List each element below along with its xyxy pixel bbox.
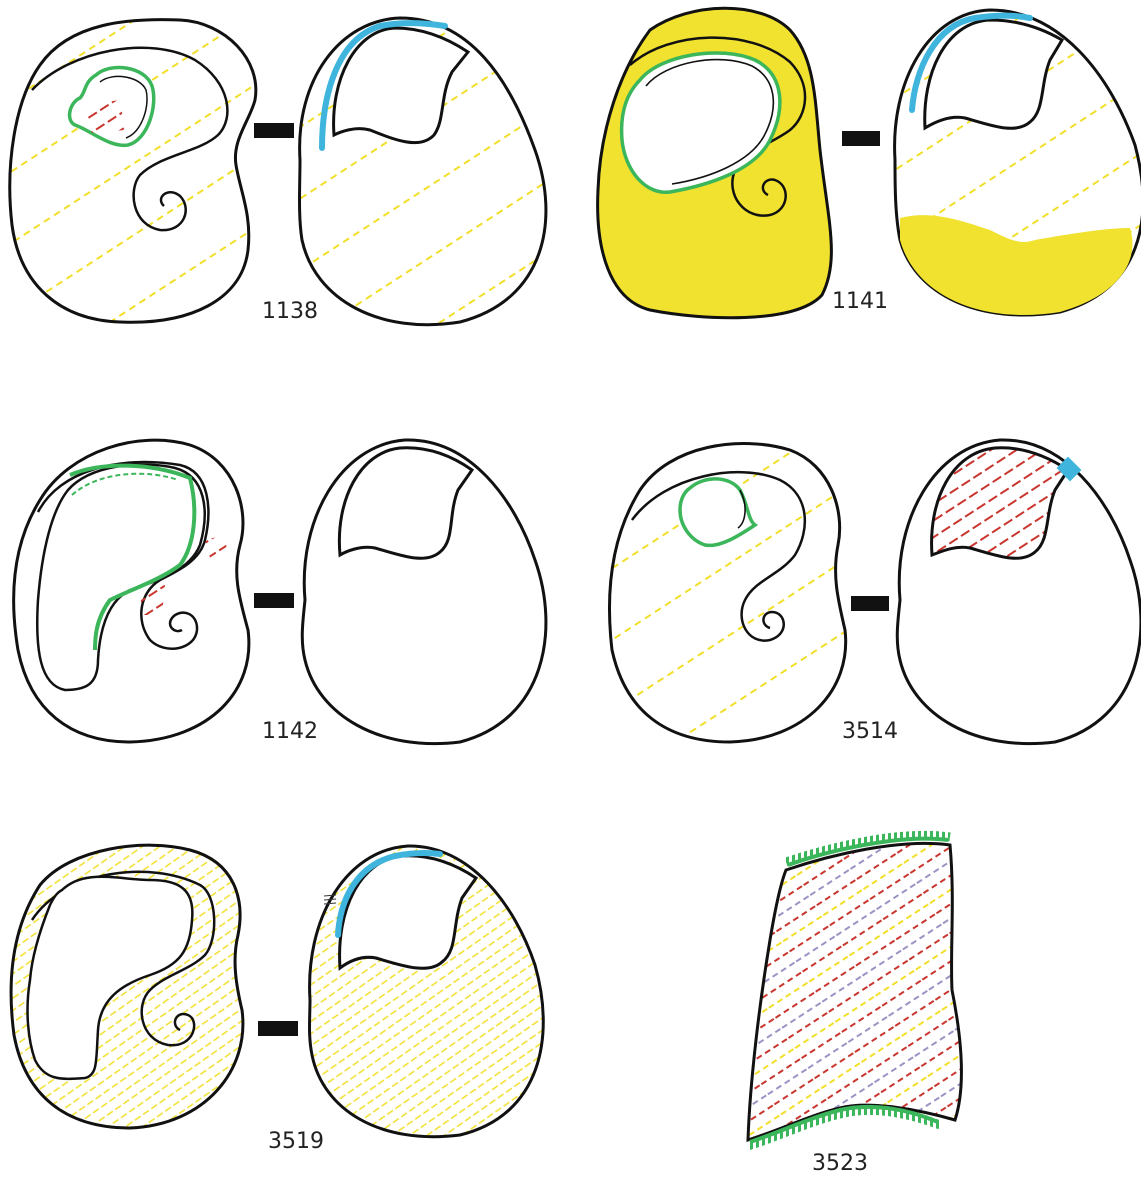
specimen-1141: 1141: [598, 8, 1141, 317]
specimen-3519-side-view: [11, 845, 243, 1128]
specimen-3514-side-view: [609, 443, 845, 742]
specimen-1141-front-view: [895, 10, 1141, 315]
specimen-1142: 1142: [14, 440, 546, 744]
specimen-1142-side-view: [14, 440, 249, 742]
shell-outline: [10, 20, 256, 323]
specimen-1138-side-view: [10, 20, 256, 323]
specimen-label: 1138: [262, 299, 318, 324]
dash-separator: [262, 1025, 294, 1032]
dash-separator: [846, 135, 876, 142]
specimen-3514: 3514: [609, 440, 1140, 744]
dash-separator: [855, 600, 885, 607]
specimen-1138: 1138: [10, 18, 546, 325]
specimen-label: 1142: [262, 719, 318, 744]
specimen-1138-front-view: [300, 18, 546, 325]
dash-separator: [258, 597, 290, 604]
specimen-label: 3514: [842, 719, 898, 744]
specimen-label: 3519: [268, 1129, 324, 1154]
specimen-3523: 3523: [748, 835, 961, 1176]
specimen-1142-front-view: [302, 440, 546, 744]
red-hatch-area: [85, 100, 125, 133]
specimen-3519-front-view: [310, 846, 544, 1137]
specimen-label: 1141: [832, 289, 888, 314]
specimen-3514-front-view: [897, 440, 1141, 744]
specimen-label: 3523: [812, 1151, 868, 1176]
specimen-1141-side-view: [598, 8, 832, 317]
red-hatch-area: [140, 585, 165, 615]
specimen-3519: 3519: [11, 845, 543, 1154]
dash-separator: [258, 127, 290, 134]
fragment-outline: [748, 843, 961, 1140]
